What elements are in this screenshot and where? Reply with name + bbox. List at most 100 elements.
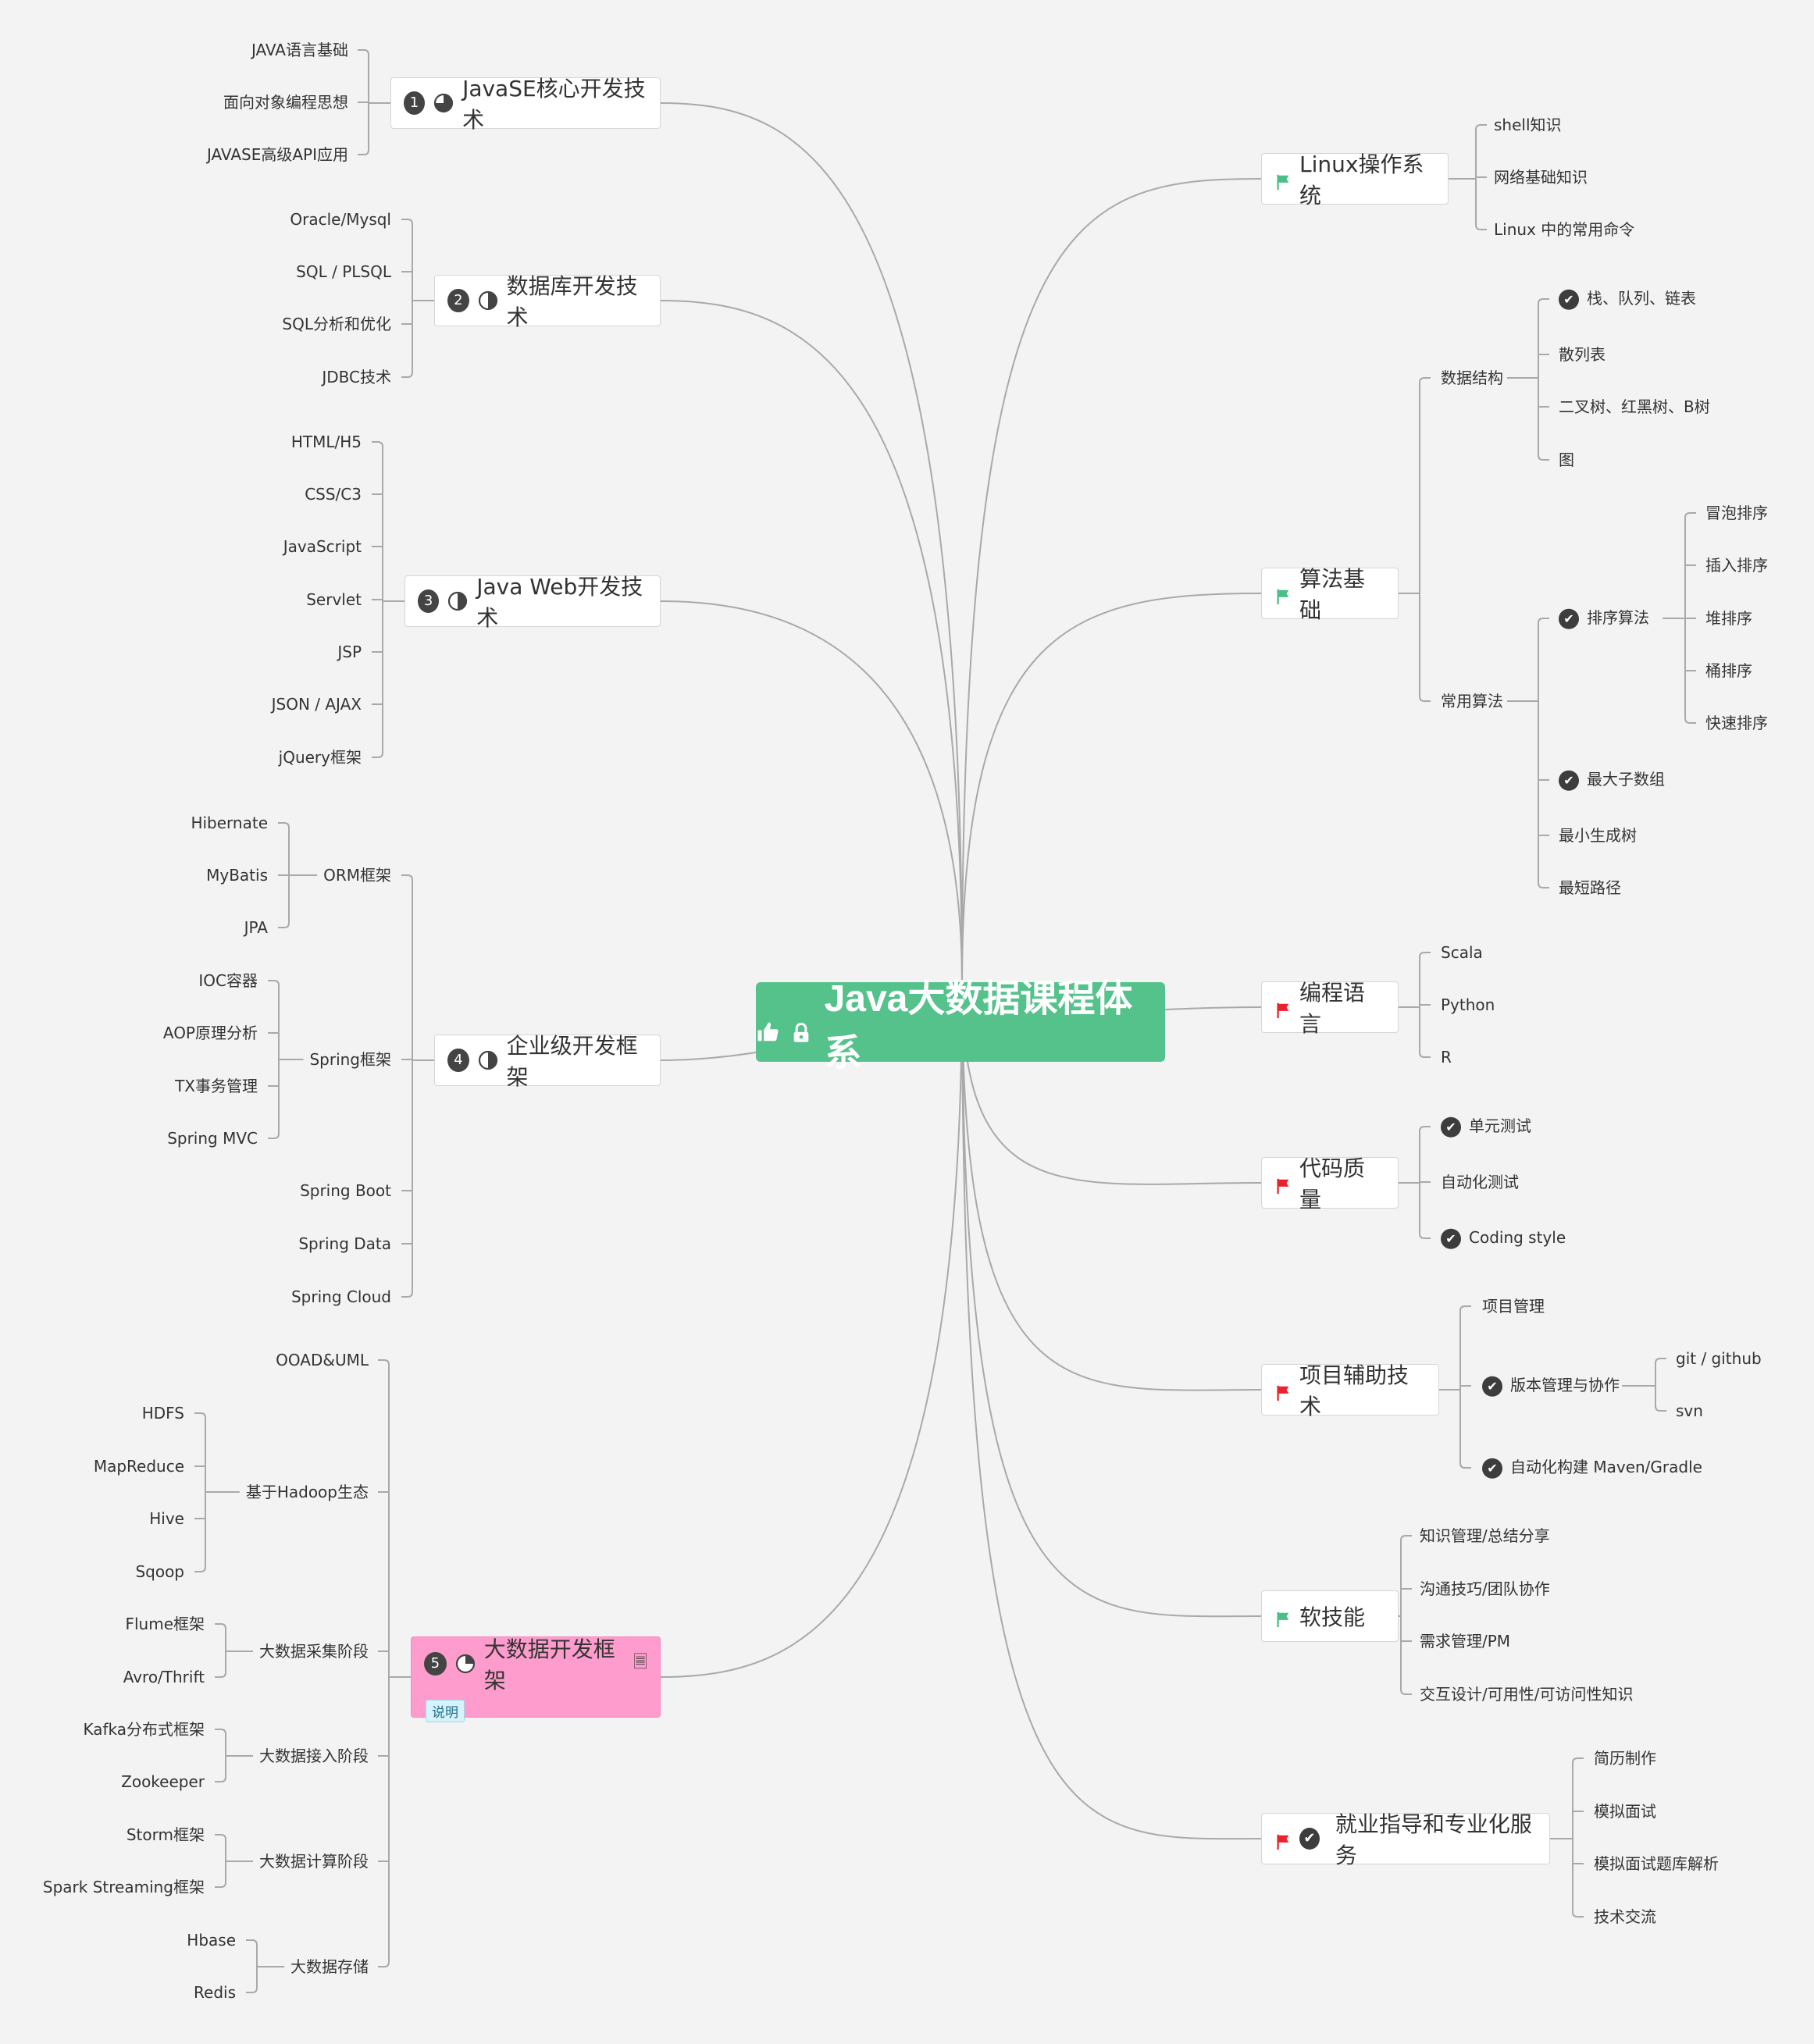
central-title: Java大数据课程体系	[824, 978, 1133, 1074]
leaf-topic[interactable]: 大数据采集阶段	[259, 1642, 369, 1661]
leaf-topic[interactable]: 简历制作	[1594, 1749, 1656, 1768]
leaf-topic[interactable]: 冒泡排序	[1705, 504, 1768, 522]
leaf-topic[interactable]: 技术交流	[1594, 1907, 1656, 1926]
leaf-topic[interactable]: SQL分析和优化	[282, 315, 391, 333]
leaf-topic[interactable]: Linux 中的常用命令	[1494, 220, 1634, 239]
leaf-topic[interactable]: 模拟面试	[1594, 1802, 1656, 1821]
leaf-topic[interactable]: 快速排序	[1705, 714, 1768, 732]
leaf-topic[interactable]: JAVASE高级API应用	[207, 145, 348, 164]
leaf-topic[interactable]: ✔Coding style	[1441, 1228, 1566, 1249]
leaf-topic[interactable]: SQL / PLSQL	[296, 262, 391, 281]
leaf-topic[interactable]: jQuery框架	[279, 748, 362, 767]
leaf-topic[interactable]: 自动化测试	[1441, 1173, 1519, 1191]
topic-1-right[interactable]: Linux操作系统	[1261, 151, 1449, 208]
leaf-topic[interactable]: MapReduce	[94, 1457, 184, 1476]
leaf-topic[interactable]: shell知识	[1494, 116, 1562, 134]
topic-3-right[interactable]: 编程语言	[1261, 980, 1399, 1037]
leaf-topic[interactable]: R	[1441, 1048, 1452, 1067]
leaf-topic[interactable]: HTML/H5	[291, 433, 362, 451]
check-icon: ✔	[1299, 1828, 1320, 1850]
leaf-topic[interactable]: ✔版本管理与协作	[1482, 1376, 1620, 1397]
leaf-topic[interactable]: Spring Data	[298, 1234, 391, 1253]
leaf-topic[interactable]: Hive	[149, 1509, 184, 1528]
leaf-topic[interactable]: Servlet	[306, 590, 362, 609]
leaf-topic[interactable]: MyBatis	[206, 866, 268, 885]
leaf-topic[interactable]: Scala	[1441, 943, 1483, 962]
leaf-topic[interactable]: ✔最大子数组	[1559, 770, 1665, 791]
leaf-topic[interactable]: 大数据存储	[290, 1957, 369, 1976]
leaf-topic[interactable]: ✔自动化构建 Maven/Gradle	[1482, 1458, 1702, 1479]
topic-4-right[interactable]: 代码质量	[1261, 1156, 1399, 1213]
leaf-topic[interactable]: AOP原理分析	[163, 1024, 258, 1042]
leaf-topic[interactable]: 最小生成树	[1559, 826, 1637, 845]
leaf-topic[interactable]: JSON / AJAX	[272, 695, 362, 714]
leaf-topic[interactable]: Spark Streaming框架	[43, 1878, 205, 1896]
topic-7-right[interactable]: ✔就业指导和专业化服务	[1261, 1811, 1550, 1868]
leaf-topic[interactable]: 二叉树、红黑树、B树	[1559, 397, 1710, 416]
leaf-topic[interactable]: 大数据接入阶段	[259, 1747, 369, 1765]
note-label[interactable]: 说明	[426, 1699, 465, 1722]
leaf-topic[interactable]: ✔排序算法	[1559, 608, 1649, 629]
note-icon[interactable]: 🗏	[633, 1652, 647, 1672]
leaf-topic[interactable]: Storm框架	[127, 1825, 205, 1844]
leaf-topic[interactable]: Kafka分布式框架	[83, 1720, 205, 1739]
leaf-topic[interactable]: 模拟面试题库解析	[1594, 1854, 1719, 1873]
leaf-topic[interactable]: 最短路径	[1559, 878, 1621, 897]
leaf-topic[interactable]: TX事务管理	[175, 1077, 258, 1095]
leaf-topic[interactable]: 网络基础知识	[1494, 168, 1588, 187]
leaf-topic[interactable]: 常用算法	[1441, 692, 1503, 710]
leaf-topic[interactable]: JDBC技术	[322, 368, 391, 386]
leaf-topic[interactable]: svn	[1676, 1401, 1703, 1420]
leaf-topic[interactable]: OOAD&UML	[276, 1351, 369, 1369]
leaf-label: JDBC技术	[322, 368, 391, 386]
topic-5-right[interactable]: 项目辅助技术	[1261, 1362, 1439, 1419]
leaf-topic[interactable]: 项目管理	[1482, 1297, 1545, 1316]
leaf-topic[interactable]: 堆排序	[1705, 609, 1752, 628]
leaf-topic[interactable]: Hbase	[187, 1931, 236, 1950]
leaf-topic[interactable]: Sqoop	[135, 1562, 184, 1581]
leaf-topic[interactable]: Redis	[194, 1983, 236, 2002]
leaf-topic[interactable]: 交互设计/可用性/可访问性知识	[1420, 1685, 1633, 1704]
central-topic[interactable]: Java大数据课程体系	[756, 978, 1165, 1074]
leaf-topic[interactable]: Spring框架	[309, 1050, 391, 1069]
leaf-topic[interactable]: JPA	[244, 918, 268, 937]
topic-6-right[interactable]: 软技能	[1261, 1590, 1399, 1642]
leaf-topic[interactable]: 基于Hadoop生态	[246, 1483, 369, 1501]
leaf-label: 快速排序	[1705, 714, 1768, 732]
leaf-topic[interactable]: ORM框架	[323, 866, 391, 885]
leaf-topic[interactable]: 面向对象编程思想	[223, 93, 348, 112]
leaf-topic[interactable]: Spring MVC	[167, 1129, 258, 1148]
leaf-topic[interactable]: Zookeeper	[121, 1772, 205, 1791]
leaf-topic[interactable]: Flume框架	[125, 1615, 205, 1633]
leaf-topic[interactable]: ✔单元测试	[1441, 1116, 1531, 1138]
leaf-topic[interactable]: 需求管理/PM	[1420, 1632, 1510, 1651]
leaf-topic[interactable]: Spring Boot	[300, 1181, 391, 1200]
leaf-topic[interactable]: 大数据计算阶段	[259, 1852, 369, 1871]
leaf-topic[interactable]: Avro/Thrift	[123, 1668, 205, 1686]
leaf-topic[interactable]: IOC容器	[198, 971, 258, 990]
leaf-topic[interactable]: CSS/C3	[305, 485, 362, 504]
leaf-topic[interactable]: JavaScript	[283, 537, 362, 556]
leaf-topic[interactable]: Spring Cloud	[291, 1287, 391, 1306]
leaf-topic[interactable]: Oracle/Mysql	[290, 210, 391, 229]
leaf-topic[interactable]: JAVA语言基础	[251, 41, 348, 59]
leaf-topic[interactable]: ✔栈、队列、链表	[1559, 289, 1696, 310]
leaf-topic[interactable]: 插入排序	[1705, 556, 1768, 575]
leaf-topic[interactable]: HDFS	[142, 1404, 184, 1423]
leaf-topic[interactable]: 图	[1559, 450, 1574, 469]
leaf-topic[interactable]: 桶排序	[1705, 661, 1752, 680]
topic-2-right[interactable]: 算法基础	[1261, 566, 1399, 623]
leaf-topic[interactable]: Hibernate	[191, 814, 268, 832]
leaf-topic[interactable]: 数据结构	[1441, 369, 1503, 387]
leaf-topic[interactable]: 知识管理/总结分享	[1420, 1526, 1550, 1545]
leaf-topic[interactable]: Python	[1441, 995, 1495, 1014]
leaf-topic[interactable]: 沟通技巧/团队协作	[1420, 1579, 1550, 1598]
leaf-topic[interactable]: 散列表	[1559, 345, 1606, 364]
leaf-topic[interactable]: JSP	[337, 643, 362, 661]
leaf-topic[interactable]: git / github	[1676, 1349, 1762, 1368]
